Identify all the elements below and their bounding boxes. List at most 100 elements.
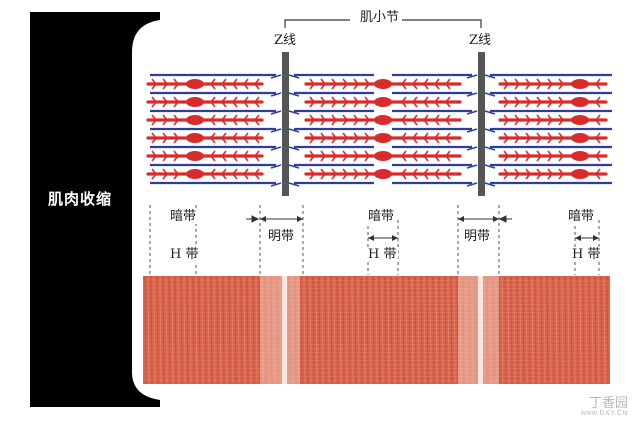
cross-bridge	[221, 155, 227, 162]
tissue-striation	[228, 276, 231, 384]
cross-bridge	[412, 155, 418, 162]
cross-bridge	[151, 137, 157, 144]
tissue-striation	[354, 276, 357, 384]
cross-bridge	[595, 173, 601, 180]
tissue-fiber	[142, 371, 611, 374]
thin-filament-branch	[466, 110, 478, 115]
cross-bridge	[514, 137, 520, 144]
cross-bridge	[320, 114, 326, 121]
cross-bridge	[353, 168, 359, 175]
cross-bridge	[353, 137, 359, 144]
cross-bridge	[514, 119, 520, 126]
cross-bridge	[595, 78, 601, 85]
cross-bridge	[423, 132, 429, 139]
cross-bridge	[309, 155, 315, 162]
cross-bridge	[364, 155, 370, 162]
cross-bridge	[412, 150, 418, 157]
cross-bridge	[342, 96, 348, 103]
m-line-bulge	[186, 133, 204, 143]
cross-bridge	[210, 155, 216, 162]
arrow-head	[297, 216, 303, 222]
cross-bridge	[342, 155, 348, 162]
cross-bridge	[401, 137, 407, 144]
cross-bridge	[547, 150, 553, 157]
cross-bridge	[434, 168, 440, 175]
thin-filament-branch	[466, 92, 478, 97]
tissue-striation	[333, 276, 336, 384]
cross-bridge	[254, 119, 260, 126]
tissue-striation	[606, 276, 609, 384]
tissue-striation	[399, 276, 402, 384]
cross-bridge	[525, 150, 531, 157]
cross-bridge	[254, 173, 260, 180]
tissue-striation	[144, 276, 147, 384]
tissue-striation	[600, 276, 603, 384]
cross-bridge	[173, 132, 179, 139]
cross-bridge	[536, 173, 542, 180]
cross-bridge	[503, 96, 509, 103]
cross-bridge	[525, 137, 531, 144]
cross-bridge	[423, 137, 429, 144]
cross-bridge	[364, 101, 370, 108]
cross-bridge	[434, 96, 440, 103]
cross-bridge	[445, 83, 451, 90]
cross-bridge	[514, 173, 520, 180]
cross-bridge	[162, 155, 168, 162]
tissue-striation	[585, 276, 588, 384]
tissue-fiber	[142, 299, 611, 302]
cross-bridge	[445, 78, 451, 85]
cross-bridge	[547, 137, 553, 144]
tissue-striation	[519, 276, 522, 384]
cross-bridge	[547, 83, 553, 90]
cross-bridge	[173, 137, 179, 144]
tissue-striation	[522, 276, 525, 384]
cross-bridge	[254, 78, 260, 85]
tissue-striation	[240, 276, 243, 384]
m-line-bulge	[186, 169, 204, 179]
cross-bridge	[536, 101, 542, 108]
cross-bridge	[401, 168, 407, 175]
tissue-striation	[375, 276, 378, 384]
cross-bridge	[558, 168, 564, 175]
cross-bridge	[151, 78, 157, 85]
cross-bridge	[595, 96, 601, 103]
cross-bridge	[595, 83, 601, 90]
cross-bridge	[401, 114, 407, 121]
arrow-head	[593, 235, 599, 241]
cross-bridge	[434, 78, 440, 85]
watermark: 丁香园 www.DXY.CN	[581, 396, 628, 419]
cross-bridge	[221, 119, 227, 126]
cross-bridge	[558, 114, 564, 121]
cross-bridge	[221, 150, 227, 157]
tissue-striation	[516, 276, 519, 384]
thin-filament-branch	[484, 182, 496, 187]
cross-bridge	[401, 132, 407, 139]
tissue-striation	[363, 276, 366, 384]
cross-bridge	[401, 119, 407, 126]
cross-bridge	[162, 114, 168, 121]
cross-bridge	[221, 132, 227, 139]
cross-bridge	[162, 137, 168, 144]
tissue-striation	[570, 276, 573, 384]
cross-bridge	[210, 168, 216, 175]
cross-bridge	[353, 114, 359, 121]
tissue-fiber	[142, 359, 611, 362]
cross-bridge	[503, 78, 509, 85]
cross-bridge	[514, 150, 520, 157]
cross-bridge	[547, 96, 553, 103]
cross-bridge	[331, 173, 337, 180]
tissue-striation	[582, 276, 585, 384]
cross-bridge	[243, 78, 249, 85]
tissue-fiber	[142, 347, 611, 350]
m-line-bulge	[186, 151, 204, 161]
tissue-striation	[372, 276, 375, 384]
cross-bridge	[232, 168, 238, 175]
m-line-bulge	[374, 79, 392, 89]
cross-bridge	[254, 96, 260, 103]
cross-bridge	[503, 150, 509, 157]
cross-bridge	[243, 101, 249, 108]
tissue-striation	[528, 276, 531, 384]
tissue-striation	[342, 276, 345, 384]
cross-bridge	[514, 155, 520, 162]
cross-bridge	[503, 119, 509, 126]
